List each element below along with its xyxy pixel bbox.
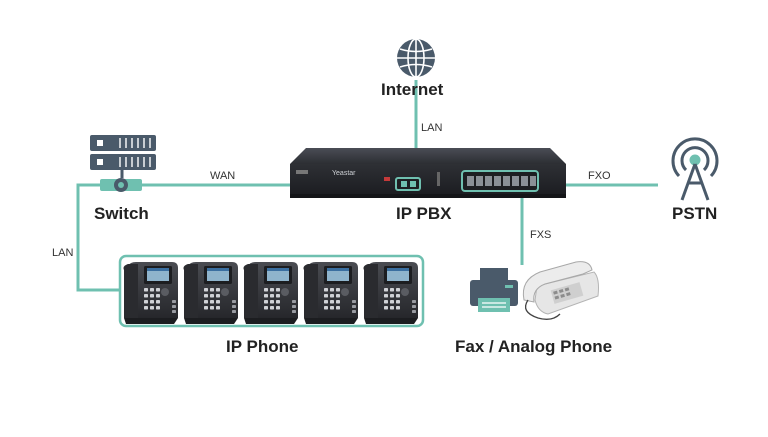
ip-phone-group (123, 262, 418, 324)
pstn-label: PSTN (672, 204, 718, 223)
fxo-link-label: FXO (588, 170, 611, 182)
antenna-icon (671, 137, 719, 201)
lan-left-line (76, 183, 120, 292)
ip-phone-icon (243, 262, 298, 324)
internet-label: Internet (381, 80, 444, 99)
ip-phone-icon (183, 262, 238, 324)
ip-phone-icon (303, 262, 358, 324)
server-icon (90, 135, 156, 192)
lan-left-link-label: LAN (52, 247, 74, 259)
fax-analog-label: Fax / Analog Phone (455, 337, 613, 356)
analog-phone-icon (522, 261, 599, 320)
ip-pbx-label: IP PBX (396, 204, 452, 223)
ip-phone-label: IP Phone (226, 337, 299, 356)
globe-icon (397, 38, 435, 78)
switch-label: Switch (94, 204, 149, 223)
fax-icon (470, 268, 518, 312)
ip-phone-icon (123, 262, 178, 324)
pbx-brand: Yeastar (332, 170, 356, 177)
ip-pbx-device: Yeastar (290, 148, 566, 198)
lan-top-link-label: LAN (421, 122, 443, 134)
fxs-link-label: FXS (530, 229, 552, 241)
wan-link-label: WAN (210, 170, 236, 182)
ip-phone-icon (363, 262, 418, 324)
ip-phone-group-frame (118, 254, 425, 328)
